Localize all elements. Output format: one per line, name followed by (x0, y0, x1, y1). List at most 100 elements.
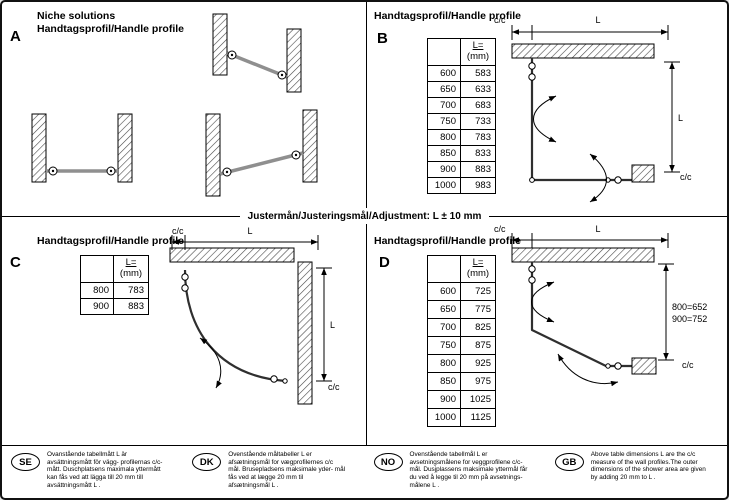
cc-top-label: c/c (494, 15, 506, 25)
dimension-top: c/c L (494, 224, 669, 248)
wall-top (169, 247, 295, 263)
unit-header: (mm) (119, 267, 143, 279)
wall-hatch (212, 13, 228, 76)
wall-right (297, 261, 313, 405)
size-cell: 900 (80, 297, 114, 315)
language-badge-dk: DK (192, 453, 222, 471)
l-top-label: L (595, 15, 600, 25)
language-badge-se: SE (11, 453, 40, 471)
l-cell: 883 (113, 297, 149, 315)
dimension-right: L c/c (664, 61, 692, 182)
dimension-right: L c/c (316, 267, 340, 392)
note-dk: DK Ovenstående måltabeller L er afsætnin… (183, 446, 364, 498)
diagram-a-niche-solutions (31, 13, 318, 197)
note-text-se: Ovanstående tabellmått L är avsättningsm… (47, 451, 163, 489)
footer-divider (2, 445, 727, 446)
door-swing-arrow (531, 281, 555, 323)
unit-header: (mm) (466, 50, 490, 62)
handle-fitting (605, 363, 611, 369)
niche-diagram-straight (31, 113, 133, 183)
door-swing-arrow (199, 337, 222, 389)
wall-hatch (205, 113, 221, 197)
cc-right-label: c/c (680, 172, 692, 182)
door-swing-arrow (557, 353, 619, 387)
wall-hatch (286, 28, 302, 93)
note-gb: GB Above table dimensions L are the c/c … (546, 446, 727, 498)
language-notes: SE Ovanstående tabellmått L är avsättnin… (2, 446, 727, 498)
table-header-row: L=(mm) (427, 255, 496, 283)
niche-diagram-angled-bottom (205, 109, 318, 197)
niche-solutions-title: Niche solutions (37, 10, 116, 22)
wall-top (511, 247, 655, 263)
note-no: NO Ovenstående tabellmål L er avsetnings… (365, 446, 546, 498)
wall-hatch (31, 113, 47, 183)
diagram-b-corner-entry: c/c L L c/c (494, 15, 692, 203)
divider-line (2, 215, 240, 217)
unit-header: (mm) (466, 267, 490, 279)
dimension-note-900: 900=752 (672, 314, 707, 324)
hinge (181, 284, 189, 292)
note-se: SE Ovanstående tabellmått L är avsättnin… (2, 446, 183, 498)
bracket-dot (294, 153, 298, 157)
section-d-title: Handtagsprofil/Handle profile (374, 235, 522, 247)
corner-pivot (529, 177, 535, 183)
section-c-letter: C (10, 254, 21, 271)
l-cell: 583 (460, 64, 496, 82)
hinge (181, 273, 189, 281)
bracket-dot (280, 73, 284, 77)
handle-profile (226, 51, 288, 79)
table-header-row: L=(mm) (427, 38, 496, 66)
section-a-letter: A (10, 28, 21, 45)
size-cell: 1000 (427, 407, 461, 427)
bracket-dot (109, 169, 113, 173)
section-c-title: Handtagsprofil/Handle profile (37, 235, 185, 247)
wall-hatch (117, 113, 133, 183)
bracket-dot (225, 170, 229, 174)
section-d-letter: D (379, 254, 390, 271)
cc-top-label: c/c (494, 224, 506, 234)
wall-hatch (302, 109, 318, 183)
hinge (528, 73, 536, 81)
dimension-top: c/c L (494, 15, 669, 40)
dimension-top: c/c L (171, 226, 319, 250)
bracket-dot (230, 53, 234, 57)
adjustment-divider: Justermån/Justeringsmål/Adjustment: L ± … (2, 208, 727, 224)
dimension-note-800: 800=652 (672, 302, 707, 312)
section-b-title: Handtagsprofil/Handle profile (374, 10, 522, 22)
bracket-dot (51, 169, 55, 173)
door-swing-arrow (533, 95, 557, 143)
handle-profile (219, 151, 304, 176)
hinge (528, 265, 536, 273)
l-header-cell: L=(mm) (113, 255, 149, 283)
l-top-label: L (595, 224, 600, 234)
l-cell: 983 (460, 176, 496, 194)
l-header-cell: L=(mm) (460, 255, 496, 283)
handle-fitting (270, 375, 278, 383)
glass-panel-run (530, 262, 632, 368)
diagram-c-rounded: c/c L L c/c (169, 226, 340, 405)
l-right-label: L (330, 320, 335, 330)
section-a-header: Niche solutions Handtagsprofil/Handle pr… (37, 10, 184, 36)
handle-fitting (614, 176, 622, 184)
hinge (528, 276, 536, 284)
wall-bottom-right (631, 164, 655, 183)
l-header-cell: L=(mm) (460, 38, 496, 66)
l-right-label: L (678, 113, 683, 123)
note-text-dk: Ovenstående måltabeller L er afsætningsm… (228, 451, 346, 489)
l-header: L= (472, 40, 484, 51)
diagram-d-pentagon: c/c L 800=652 900=752 c/c (494, 224, 707, 387)
dimension-right: 800=652 900=752 c/c (658, 263, 707, 370)
